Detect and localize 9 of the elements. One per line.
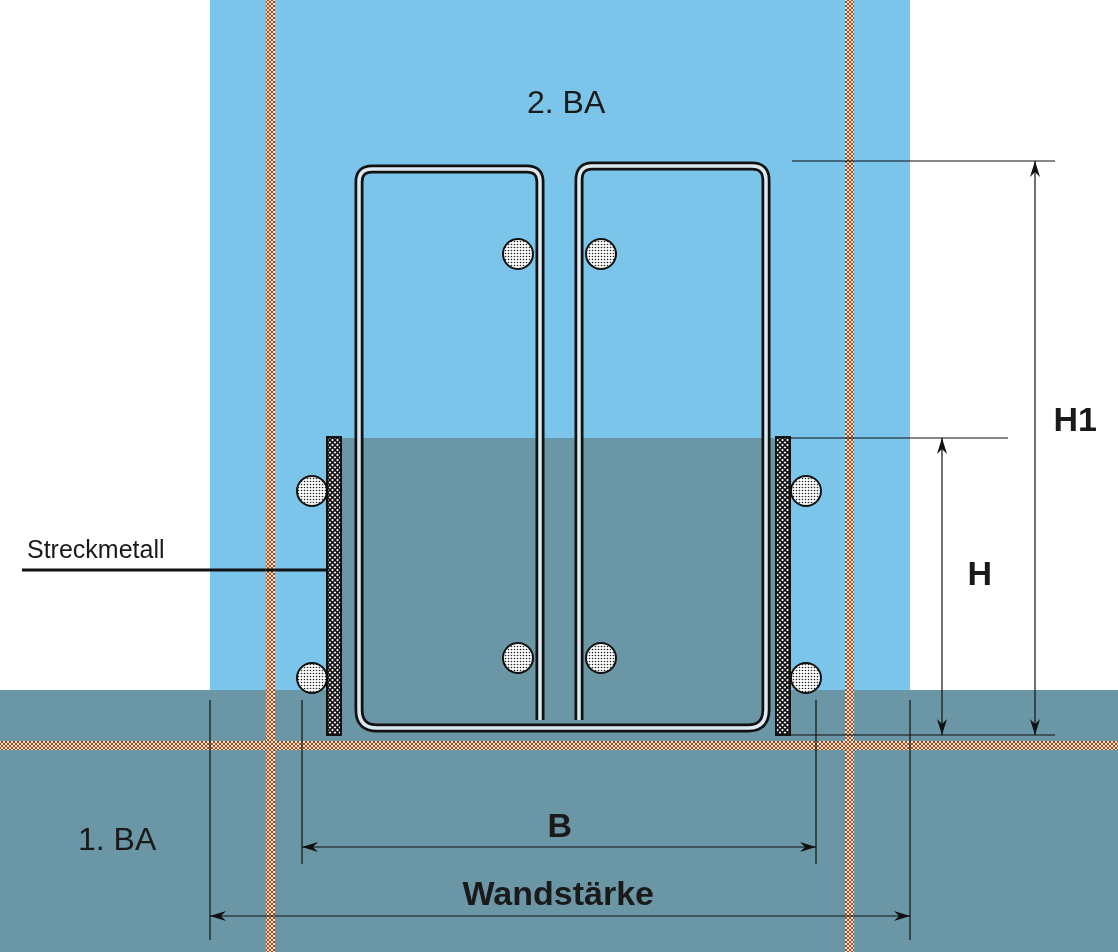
leader-line [22,568,327,572]
expanded-metal-strip [326,436,342,736]
section-label: 1. BA [78,823,157,855]
part-label: Streckmetall [27,537,165,562]
dimension-label: H [967,556,993,590]
dimension-label: B [547,808,573,842]
section-label: 2. BA [527,86,606,118]
dimension-label: H1 [1053,402,1097,436]
dimension-label: Wandstärke [462,876,654,910]
